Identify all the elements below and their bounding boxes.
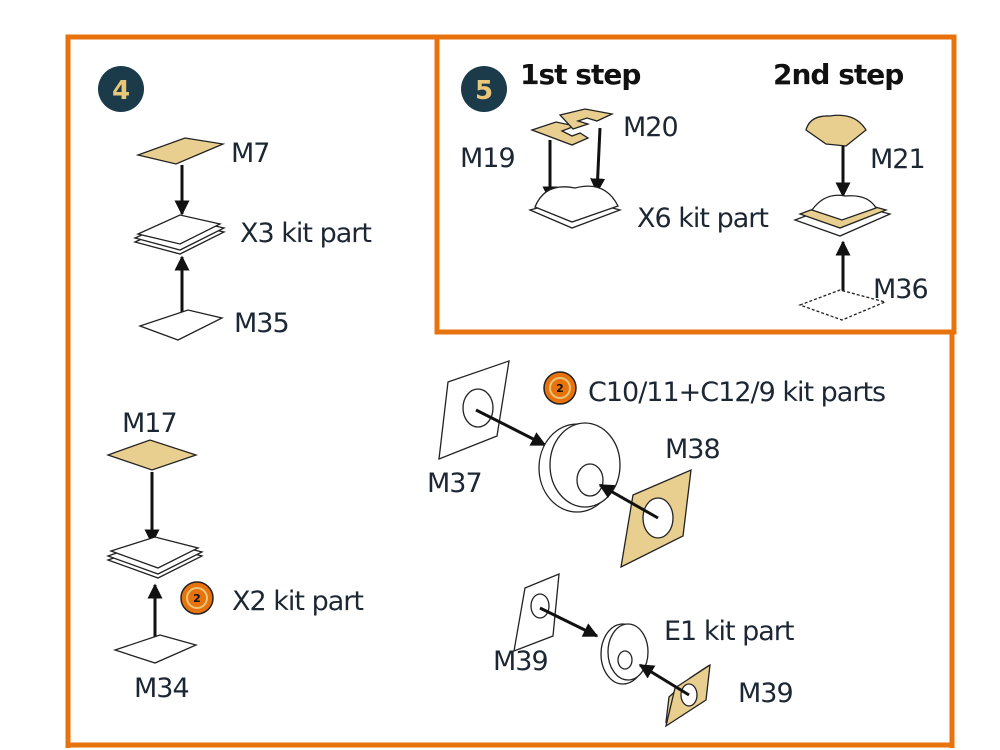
m7-decal bbox=[135, 137, 226, 165]
main-wheel bbox=[538, 422, 621, 513]
m17-decal bbox=[106, 439, 199, 471]
second-step-heading: 2nd step bbox=[773, 58, 903, 91]
label-m37: M37 bbox=[427, 468, 482, 499]
label-x3: X3 kit part bbox=[240, 218, 371, 249]
step4-badge: 4 bbox=[98, 66, 144, 112]
subassembly-icon: 2 bbox=[180, 581, 214, 615]
outer-frame bbox=[65, 34, 438, 748]
label-m19: M19 bbox=[460, 143, 515, 174]
label-m38: M38 bbox=[665, 434, 720, 465]
label-m34: M34 bbox=[134, 673, 189, 704]
x2-kit-part bbox=[106, 536, 204, 579]
label-m36: M36 bbox=[873, 274, 928, 305]
m21-decal bbox=[805, 114, 867, 147]
label-m39-outer: M39 bbox=[493, 646, 548, 677]
first-step-heading: 1st step bbox=[520, 58, 640, 91]
tail-wheel bbox=[600, 623, 649, 685]
m37-mask bbox=[438, 360, 510, 461]
arrow-right-icon bbox=[475, 408, 547, 447]
label-m17: M17 bbox=[122, 408, 177, 439]
step4-number: 4 bbox=[112, 76, 130, 106]
label-x6: X6 kit part bbox=[637, 203, 768, 234]
label-x2: X2 kit part bbox=[232, 586, 363, 617]
m19-m20-decals bbox=[530, 108, 615, 146]
m36-decal bbox=[798, 289, 888, 321]
lower-frame-right bbox=[68, 332, 955, 748]
subassembly-number: 2 bbox=[193, 592, 201, 605]
label-m20: M20 bbox=[623, 112, 678, 143]
label-m35: M35 bbox=[234, 308, 289, 339]
m35-decal bbox=[138, 309, 224, 341]
subassembly-number: 2 bbox=[556, 382, 564, 395]
x6-with-m21 bbox=[793, 194, 892, 237]
m39-mask-outer bbox=[513, 572, 560, 653]
arrow-down-icon bbox=[590, 127, 606, 194]
label-m7: M7 bbox=[231, 138, 269, 169]
arrow-left-icon bbox=[638, 663, 690, 697]
step5-number: 5 bbox=[475, 76, 493, 106]
x6-kit-part bbox=[528, 185, 623, 229]
x3-kit-part bbox=[133, 214, 226, 255]
label-m39-inner: M39 bbox=[738, 678, 793, 709]
arrow-left-icon bbox=[598, 483, 659, 520]
subassembly-icon: 2 bbox=[543, 371, 577, 405]
label-m21: M21 bbox=[870, 144, 925, 175]
step5-frame bbox=[434, 34, 957, 335]
arrow-right-icon bbox=[539, 606, 599, 638]
label-e1: E1 kit part bbox=[664, 616, 794, 647]
m34-decal bbox=[112, 634, 198, 664]
step5-badge: 5 bbox=[461, 66, 507, 112]
label-c10-c12: C10/11+C12/9 kit parts bbox=[588, 377, 885, 408]
